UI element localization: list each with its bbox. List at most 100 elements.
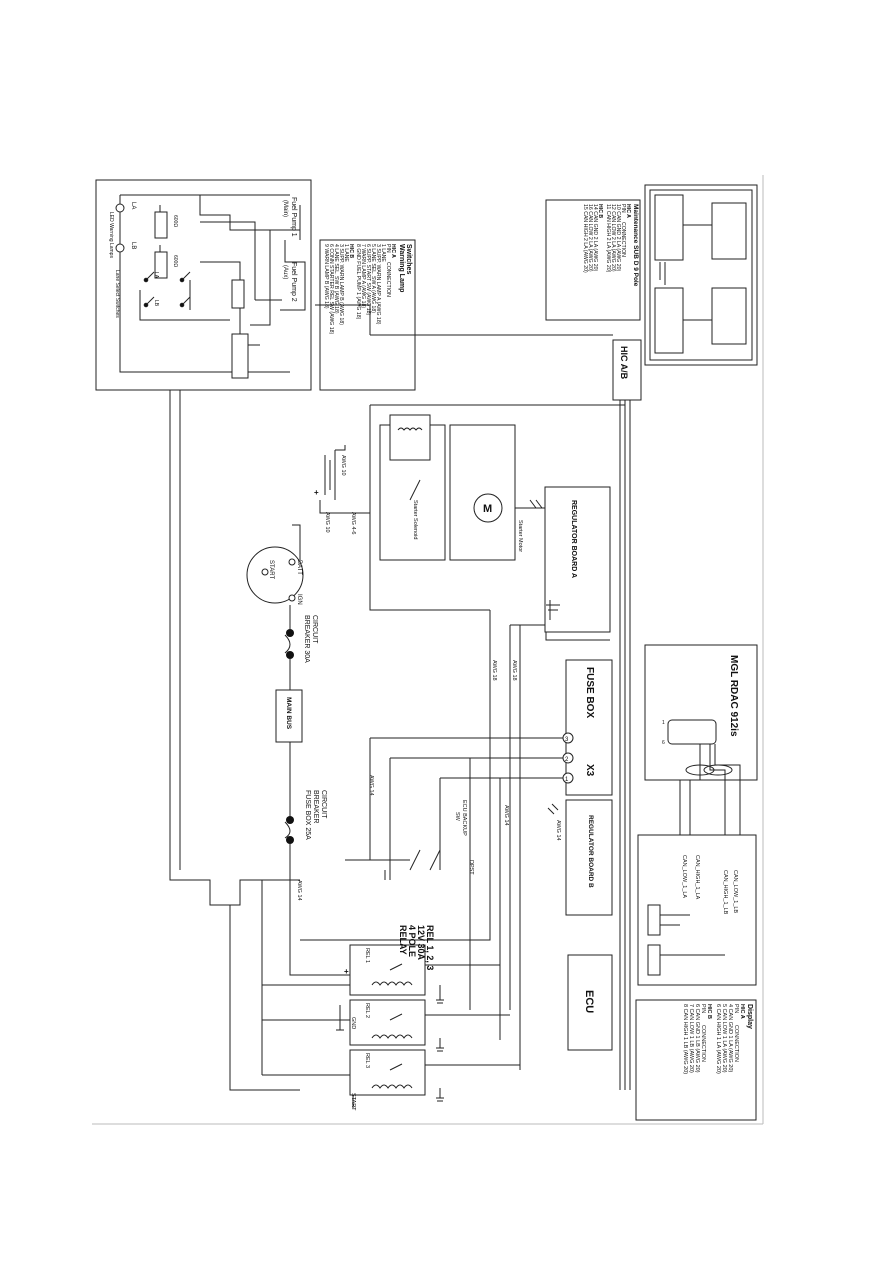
awg18-a: AWG 18 [511,660,517,681]
pump1-sub: (Main) [282,200,288,217]
ecu-label: ECU [583,990,595,1013]
starter-motor-box [449,424,516,561]
regulator-b-ground-icon [547,803,559,815]
fuse-box [565,659,613,796]
display-conn-hdr: CONNECTION [733,1025,739,1062]
sw-b-row-2: 4 LANE SEL. SW B (AWG 18) [333,244,339,314]
battery-plus: + [314,488,319,497]
can-connectors [647,904,725,976]
sw-a-row-5: 8 GND FUEL PUMP 1 (AWG 18) [355,244,361,320]
switches-table-text: Switches Warning Lamp HIC A PIN CONNECTI… [323,244,412,334]
solenoid-label: Starter Solenoid [412,500,418,539]
relay-title-1: REL 1, 2, 3 [425,925,435,970]
maint-a-row-1: 12 CAN LOW 2 LA (AWG 20) [610,204,616,272]
ignition-ign-terminal [288,594,296,602]
warning-lamp-title: Warning Lamp [398,244,405,292]
pump1-label: Fuel Pump 1 [290,197,297,237]
fuel-pump-texts: Fuel Pump 1 (Main) Fuel Pump 2 (Aux) LA … [108,197,297,318]
hic-ab-box [612,339,642,401]
sw-a-row-3: 6 SUPP. START SW (AWG 18) [365,244,371,315]
fuse-box-title: FUSE BOX [584,667,595,718]
rel1-label: REL 1 [364,948,370,963]
solenoid-coil-icon [397,427,423,431]
can-low2-label: CAN_LOW_1_LB [732,870,738,913]
awg14-d: AWG 14 [296,880,302,901]
pump2-sub: (Aux) [282,265,288,279]
sw-hic-b: HIC B [348,244,354,258]
fuse-box-wires [369,737,563,1040]
switches-table [319,239,416,391]
display-a-row-0: 4 CAN GND 1 LA (AWG 20) [727,1004,733,1072]
connector-small [231,279,245,309]
display-b-row-2: 8 CAN HIGH 1 LB (AWG 20) [682,1004,688,1074]
battery [292,445,370,560]
maintenance-table-text: Maintenance SUB D 9 Pole HIC A PIN CONNE… [582,204,639,287]
maint-title: Maintenance SUB D 9 Pole [632,204,639,287]
ecu-box [567,954,613,1051]
sw-a-row-4: 7 WARN LAMP A (AWG 18) [360,244,366,308]
main-bus-box [275,689,303,743]
breaker2-l3: FUSE BOX 25A [304,790,311,840]
relay-plus: + [344,967,349,976]
rdac-box [644,644,758,781]
relay-3 [349,1049,426,1096]
led-la-icon [115,203,125,213]
awg14-a: AWG 14 [368,775,374,796]
maint-b-row-1: 16 CAN LOW 2 LA (AWG 20) [587,204,593,272]
lane-switch-icons [143,271,191,308]
relay-title-4: RELAY [398,925,408,955]
display-title: Display [746,1004,753,1029]
awg18-b: AWG 18 [491,660,497,681]
solenoid-coil [389,414,431,461]
hic-ab-label: HIC A/B [619,346,629,380]
display-a-row-2: 6 CAN HIGH 1 LA (AWG 20) [715,1004,721,1074]
display-conn-hdr-b: CONNECTION [700,1025,706,1062]
rdac-title: MGL RDAC 912is [728,655,739,737]
resistor-2 [154,251,168,279]
breaker2-l1: CIRCUIT [320,790,327,819]
relay-1 [349,944,426,996]
la-label: LA [130,202,136,209]
display-pin-hdr: PIN [733,1004,739,1013]
ign-start-label: START [268,560,274,579]
starter-motor-icon [473,493,503,523]
display-hic-b: HIC B [706,1004,712,1019]
maint-hic-b: HIC B [597,204,603,218]
display-table [635,999,757,1121]
maint-hic-a: HIC A [625,204,631,218]
ecu-backup-switch [345,849,441,880]
sw-b-row-3: 6 CONN STARTER REL SW (AWG 18) [328,244,334,334]
rdac-db9-connector [667,719,717,745]
ignition-start-terminal [261,568,269,576]
relay-block [229,880,520,1108]
lb2-label: LB [153,300,159,307]
switches-title: Switches [405,244,412,274]
fuel-pump-panel [95,179,312,391]
ecu-backup-dpst: DPST [468,860,474,875]
solenoid-switch-icon [409,479,421,501]
awg10-b: AWG 10 [324,512,330,533]
relay-gnd: GND [350,1017,356,1029]
relay-2 [349,999,426,1046]
ignition-batt-terminal [288,558,296,566]
can-low1-label: CAN_LOW_1_LA [681,855,687,898]
ign-ign-label: IGN [296,594,302,605]
motor-label: Starter Motor [517,520,523,552]
led-lb-icon [115,243,125,253]
ecu-backup-l1: ECU BACKUP [461,800,467,836]
rdac-pin-1: 1 [662,720,665,726]
ign-batt-label: BATT [296,560,302,575]
relay-title-3: 4 POLE [407,925,417,957]
sw-a-row-2: 5 LANE SEL. SW A (AWG 18) [370,244,376,313]
regulator-a-label: REGULATOR BOARD A [570,500,577,578]
rel3-label: REL 3 [364,1053,370,1068]
sw-pin-hdr: PIN [385,244,391,253]
breaker1-l2: BREAKER 30A [303,615,310,663]
fuse-box-x3: X3 [584,764,595,777]
sw-b-row-4: 9 WARN LAMP B (AWG 18) [323,244,329,309]
r1-label: 600Ω [172,215,178,227]
display-b-row-1: 7 CAN LOW 1 LB (AWG 20) [688,1004,694,1073]
main-bus-label: MAIN BUS [285,697,292,730]
sw-a-row-1: 3 SUPP. WARN LAMP A (AWG 18) [375,244,381,325]
